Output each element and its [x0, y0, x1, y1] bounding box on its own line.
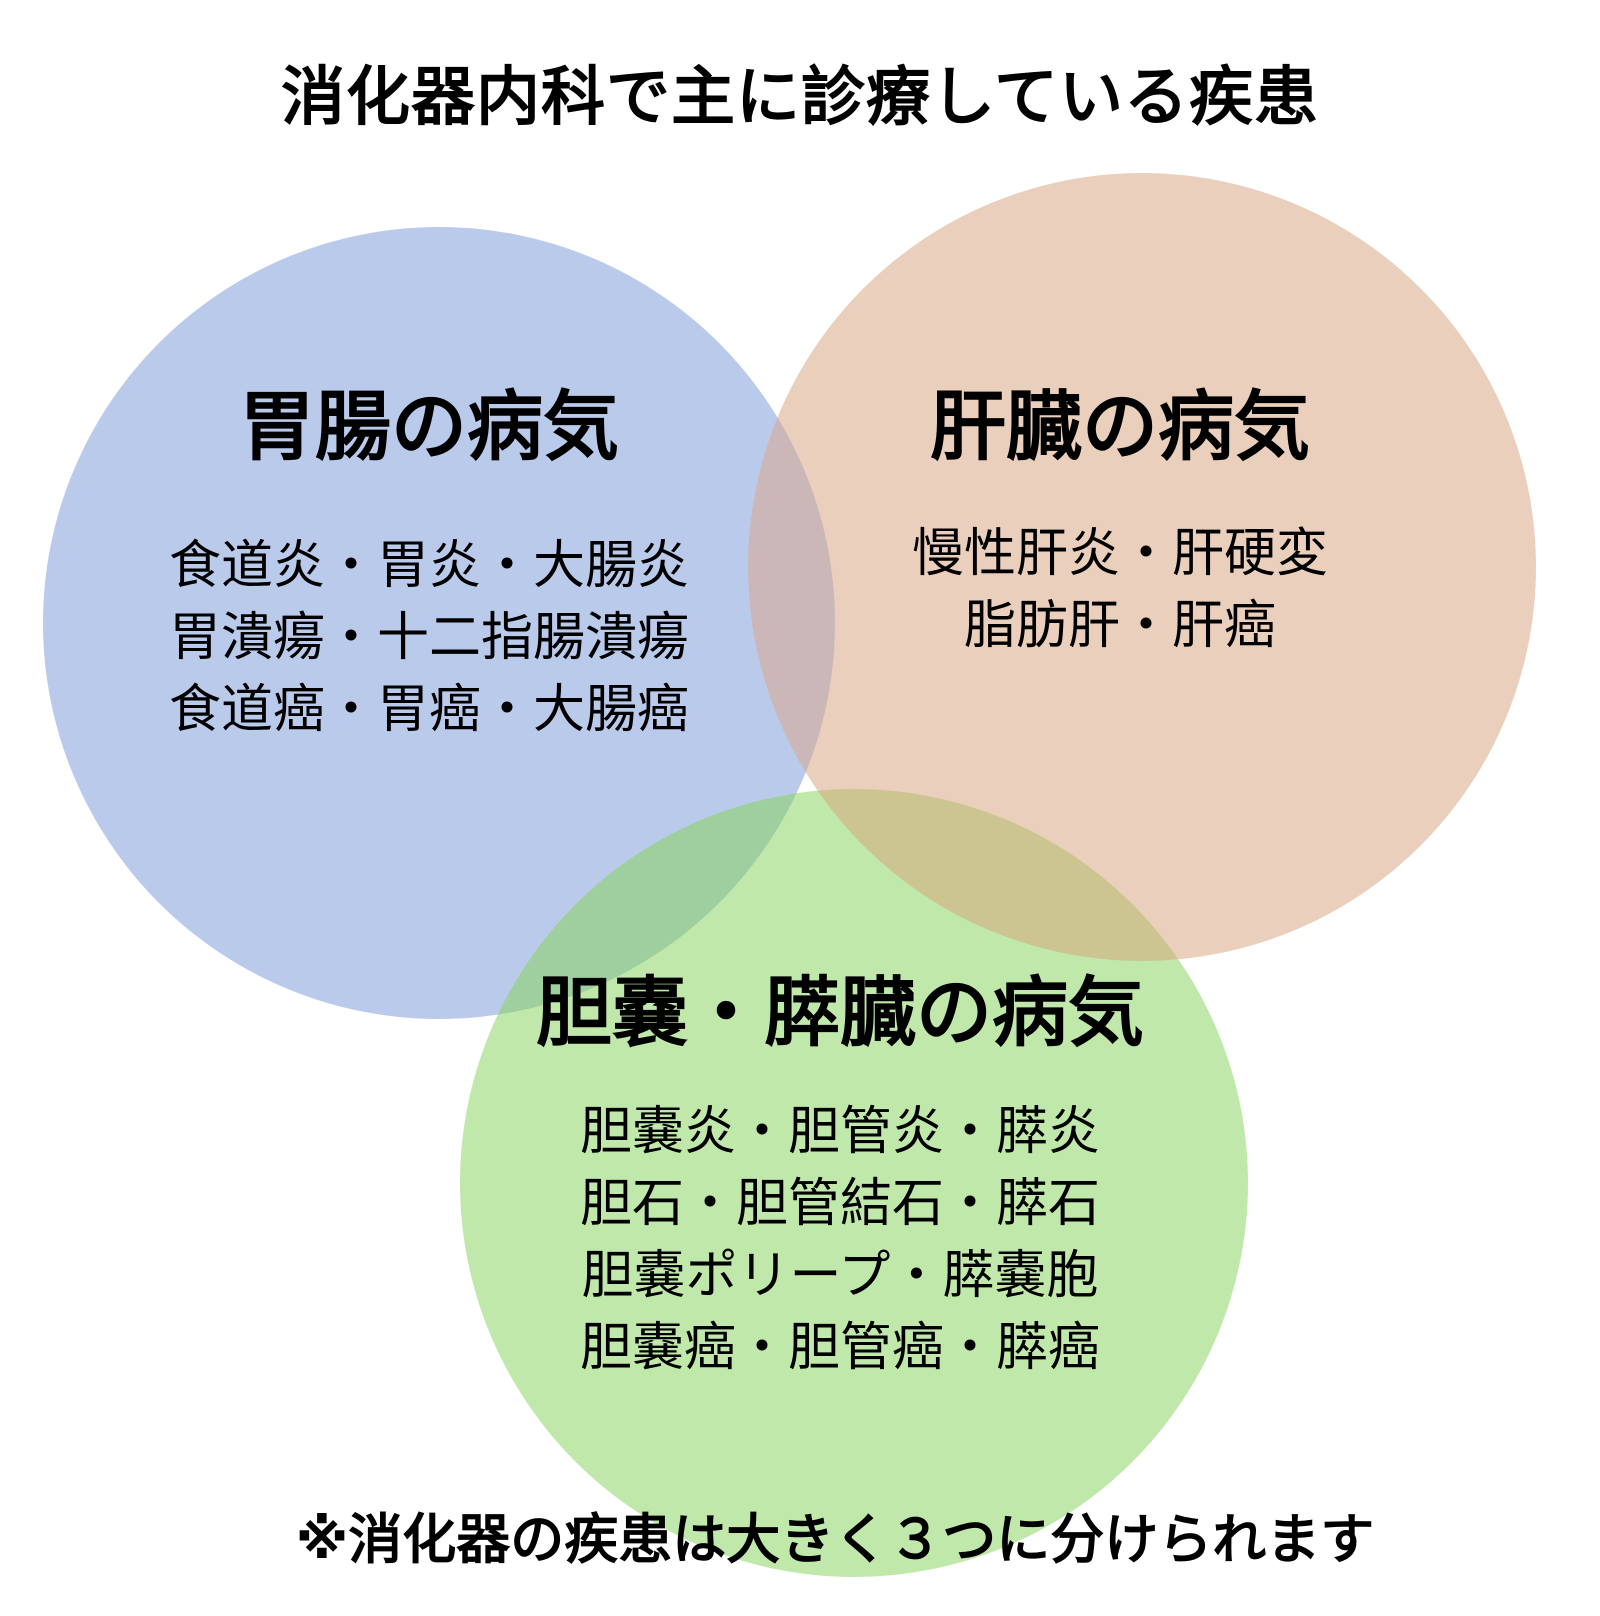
circle-liver — [748, 173, 1536, 961]
circle-gi — [43, 227, 835, 1019]
region-gi: 胃腸の病気 食道炎・胃炎・大腸炎 胃潰瘍・十二指腸潰瘍 食道癌・胃癌・大腸癌 — [139, 382, 719, 746]
region-gi-heading: 胃腸の病気 — [239, 382, 619, 471]
region-gi-items: 食道炎・胃炎・大腸炎 胃潰瘍・十二指腸潰瘍 食道癌・胃癌・大腸癌 — [139, 530, 719, 746]
region-liver-items: 慢性肝炎・肝硬変 脂肪肝・肝癌 — [880, 518, 1360, 662]
region-liver: 肝臓の病気 慢性肝炎・肝硬変 脂肪肝・肝癌 — [880, 382, 1360, 662]
list-item: 食道炎・胃炎・大腸炎 — [168, 536, 689, 596]
list-item: 慢性肝炎・肝硬変 — [911, 524, 1328, 584]
footnote: ※消化器の疾患は大きく３つに分けられます — [295, 1508, 1375, 1571]
page-title: 消化器内科で主に診療している疾患 — [280, 61, 1320, 135]
list-item: 胆嚢癌・胆管癌・膵癌 — [579, 1318, 1100, 1378]
list-item: 胆嚢ポリープ・膵嚢胞 — [581, 1246, 1099, 1306]
region-biliary-pancreas: 胆嚢・膵臓の病気 胆嚢炎・胆管炎・膵炎 胆石・胆管結石・膵石 胆嚢ポリープ・膵嚢… — [520, 968, 1160, 1384]
circle-biliary-pancreas — [460, 789, 1248, 1577]
region-biliary-pancreas-heading: 胆嚢・膵臓の病気 — [536, 968, 1144, 1057]
list-item: 胆石・胆管結石・膵石 — [579, 1174, 1100, 1234]
region-liver-heading: 肝臓の病気 — [930, 382, 1310, 471]
list-item: 脂肪肝・肝癌 — [963, 596, 1276, 656]
list-item: 胆嚢炎・胆管炎・膵炎 — [579, 1102, 1100, 1162]
list-item: 食道癌・胃癌・大腸癌 — [168, 680, 689, 740]
region-biliary-pancreas-items: 胆嚢炎・胆管炎・膵炎 胆石・胆管結石・膵石 胆嚢ポリープ・膵嚢胞 胆嚢癌・胆管癌… — [520, 1096, 1160, 1384]
list-item: 胃潰瘍・十二指腸潰瘍 — [168, 608, 689, 668]
